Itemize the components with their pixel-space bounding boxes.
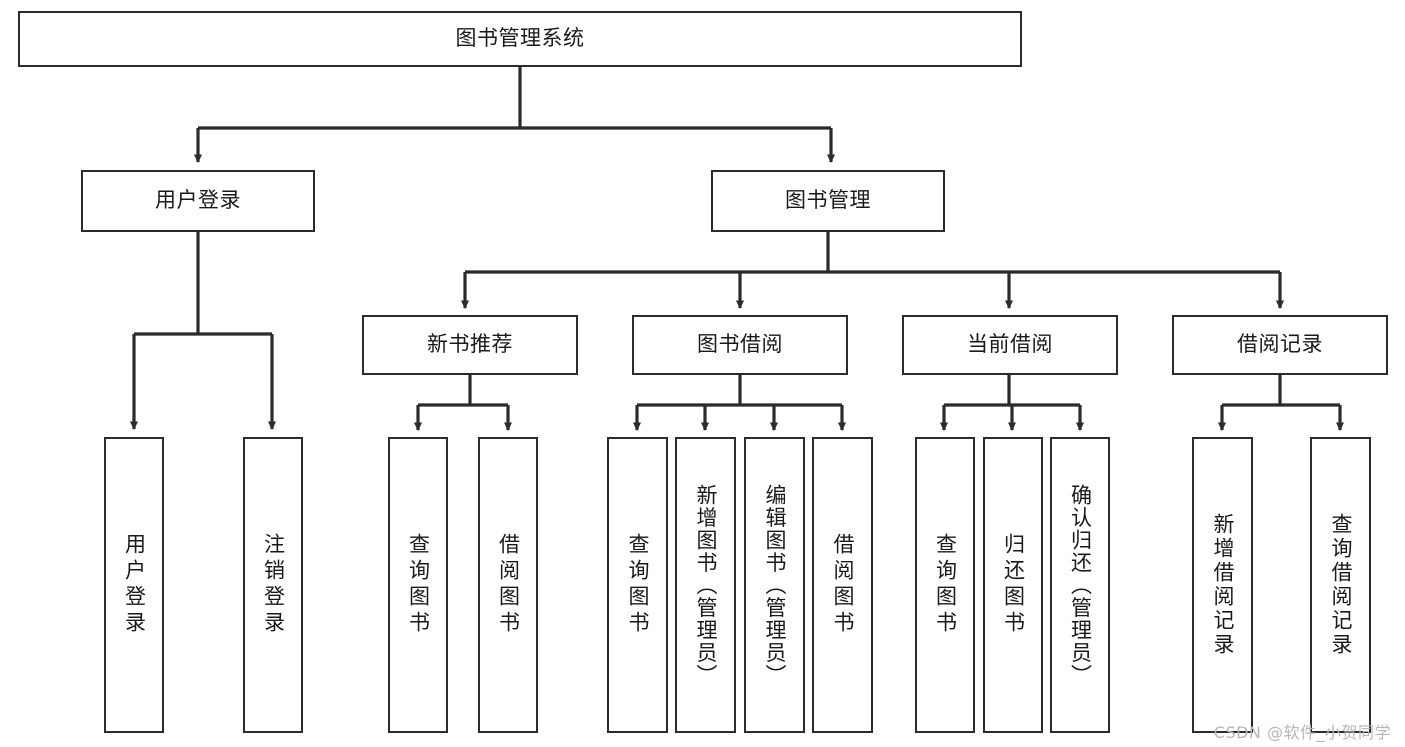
node-user-login-label: 用户登录 xyxy=(155,188,241,213)
node-root[interactable]: 图书管理系统 xyxy=(18,11,1022,67)
node-book-manage-label: 图书管理 xyxy=(785,188,871,213)
node-leaf-label: 归还图书 xyxy=(1001,533,1026,637)
node-leaf-current-borrow-query[interactable]: 查询图书 xyxy=(915,437,975,733)
node-leaf-label: 新增借阅记录 xyxy=(1211,513,1235,657)
node-current-borrow[interactable]: 当前借阅 xyxy=(902,315,1118,375)
node-leaf-book-borrow-add[interactable]: 新增图书（管理员） xyxy=(675,437,736,733)
node-leaf-book-borrow-query[interactable]: 查询图书 xyxy=(607,437,668,733)
node-leaf-current-borrow-return[interactable]: 归还图书 xyxy=(983,437,1043,733)
node-leaf-label: 查询图书 xyxy=(406,533,431,637)
node-leaf-label: 编辑图书（管理员） xyxy=(763,483,787,687)
node-leaf-user-login-login[interactable]: 用户登录 xyxy=(104,437,164,733)
node-leaf-new-book-borrow[interactable]: 借阅图书 xyxy=(478,437,538,733)
node-leaf-label: 查询图书 xyxy=(626,533,650,637)
node-leaf-current-borrow-confirm[interactable]: 确认归还（管理员） xyxy=(1050,437,1110,733)
node-book-borrow[interactable]: 图书借阅 xyxy=(632,315,848,375)
node-leaf-new-book-query[interactable]: 查询图书 xyxy=(388,437,448,733)
node-leaf-label: 确认归还（管理员） xyxy=(1068,483,1093,687)
node-leaf-label: 借阅图书 xyxy=(831,533,855,637)
node-leaf-label: 注销登录 xyxy=(261,533,286,637)
node-leaf-label: 借阅图书 xyxy=(496,533,521,637)
node-borrow-record[interactable]: 借阅记录 xyxy=(1172,315,1388,375)
node-leaf-label: 新增图书（管理员） xyxy=(694,483,718,687)
node-leaf-label: 用户登录 xyxy=(122,533,147,637)
node-book-borrow-label: 图书借阅 xyxy=(697,332,783,357)
node-leaf-user-login-logout[interactable]: 注销登录 xyxy=(243,437,303,733)
node-leaf-book-borrow-borrow[interactable]: 借阅图书 xyxy=(812,437,873,733)
node-leaf-label: 查询借阅记录 xyxy=(1329,513,1353,657)
node-leaf-borrow-record-query[interactable]: 查询借阅记录 xyxy=(1310,437,1371,733)
node-borrow-record-label: 借阅记录 xyxy=(1237,332,1323,357)
node-new-book-recommend-label: 新书推荐 xyxy=(427,332,513,357)
node-leaf-book-borrow-edit[interactable]: 编辑图书（管理员） xyxy=(744,437,805,733)
node-leaf-borrow-record-add[interactable]: 新增借阅记录 xyxy=(1192,437,1253,733)
node-root-label: 图书管理系统 xyxy=(455,26,585,51)
node-book-manage[interactable]: 图书管理 xyxy=(711,170,945,232)
node-new-book-recommend[interactable]: 新书推荐 xyxy=(362,315,578,375)
node-user-login[interactable]: 用户登录 xyxy=(81,170,315,232)
node-current-borrow-label: 当前借阅 xyxy=(967,332,1053,357)
node-leaf-label: 查询图书 xyxy=(933,533,958,637)
